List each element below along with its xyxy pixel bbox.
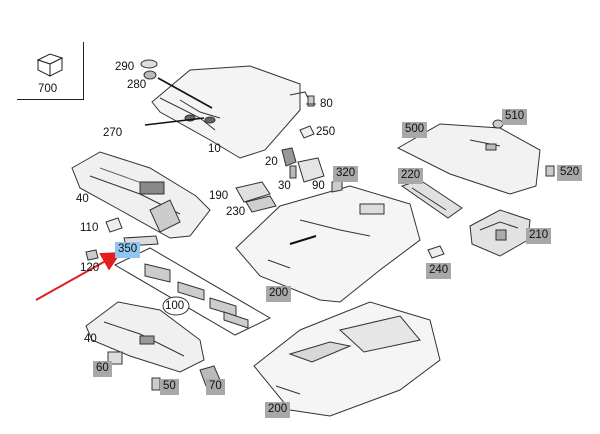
callout-30: 30 xyxy=(278,180,291,192)
callout-90: 90 xyxy=(312,180,325,192)
callout-190: 190 xyxy=(209,190,229,202)
callout-60[interactable]: 60 xyxy=(93,361,112,377)
part-210-module xyxy=(469,209,531,257)
callout-80: 80 xyxy=(320,98,333,110)
callout-50[interactable]: 50 xyxy=(160,379,179,395)
callout-280: 280 xyxy=(127,79,147,91)
part-10-headliner-top xyxy=(151,65,311,159)
callout-40-lower: 40 xyxy=(84,333,97,345)
callout-500[interactable]: 500 xyxy=(402,122,428,138)
callout-220[interactable]: 220 xyxy=(398,168,424,184)
part-240-block xyxy=(427,245,445,259)
callout-350-highlighted[interactable]: 350 xyxy=(115,242,141,258)
part-250-block xyxy=(299,125,315,139)
legend-box xyxy=(17,42,84,100)
callout-240[interactable]: 240 xyxy=(426,263,452,279)
callout-290: 290 xyxy=(115,61,135,73)
part-50-bolt xyxy=(151,377,161,391)
part-120-nut xyxy=(85,249,99,261)
part-100-set-frame xyxy=(113,247,272,336)
leader-lines-top xyxy=(144,77,213,126)
callout-510[interactable]: 510 xyxy=(502,109,528,125)
part-290-ring xyxy=(140,59,158,80)
callout-20: 20 xyxy=(265,156,278,168)
part-700-box-icon xyxy=(36,53,64,77)
callout-120: 120 xyxy=(80,262,100,274)
part-90-bracket xyxy=(281,147,325,183)
part-520-clip xyxy=(545,165,555,177)
callout-10: 10 xyxy=(208,143,221,155)
callout-70[interactable]: 70 xyxy=(206,379,225,395)
callout-270: 270 xyxy=(103,127,123,139)
callout-200-upper[interactable]: 200 xyxy=(266,286,292,302)
part-110-block xyxy=(105,217,123,233)
callout-40-upper: 40 xyxy=(76,193,89,205)
red-arrow-indicator xyxy=(35,252,122,301)
part-40-lower-console xyxy=(85,301,205,373)
part-320-clip xyxy=(331,179,343,193)
part-190-lamp xyxy=(235,181,277,213)
callout-100: 100 xyxy=(165,300,185,312)
callout-250: 250 xyxy=(316,126,336,138)
part-500-rear-panel xyxy=(396,123,541,195)
callout-210[interactable]: 210 xyxy=(526,228,552,244)
part-80-clip xyxy=(306,95,316,107)
part-200-headliner-lower xyxy=(253,301,441,417)
callout-230: 230 xyxy=(226,206,246,218)
callout-200-lower[interactable]: 200 xyxy=(265,402,291,418)
callout-520[interactable]: 520 xyxy=(557,165,583,181)
part-40-overhead-console xyxy=(71,151,211,239)
callout-320[interactable]: 320 xyxy=(333,166,359,182)
callout-700: 700 xyxy=(38,83,58,95)
callout-110: 110 xyxy=(80,222,99,234)
